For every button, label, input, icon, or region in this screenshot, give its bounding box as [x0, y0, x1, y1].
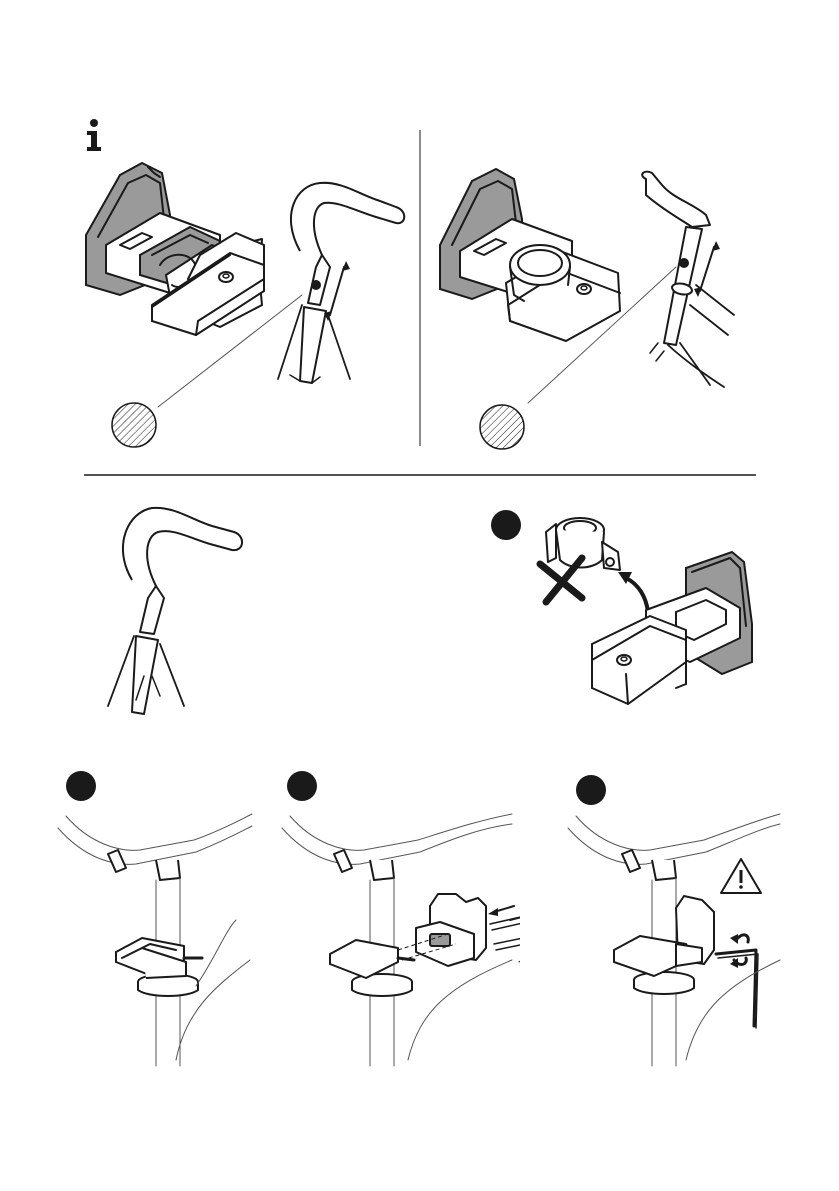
ring-clamp: [506, 245, 620, 341]
step-2-badge: [66, 771, 96, 801]
remove-x-icon: [540, 558, 582, 602]
step-4-badge: [576, 775, 606, 805]
step-3-badge: [287, 771, 317, 801]
step-4-illustration: [566, 810, 786, 1070]
section-divider-vertical: [419, 130, 422, 446]
top-right-illustration: [428, 155, 758, 450]
curved-arrow-icon: [618, 572, 648, 612]
hatched-circle-icon: [112, 403, 156, 447]
info-icon: [82, 118, 106, 154]
step-2-illustration: [56, 810, 256, 1070]
top-left-illustration: [80, 155, 415, 450]
middle-left-illustration: [100, 500, 260, 715]
hatched-circle-icon: [480, 405, 524, 449]
bracket-assembly: [592, 552, 752, 704]
step-3-illustration: [280, 810, 520, 1070]
middle-right-illustration: [526, 512, 776, 722]
handlebar-stem: [278, 183, 404, 383]
step-1-badge: [491, 510, 521, 540]
bicycle-frame-tube: [642, 172, 734, 387]
section-divider-horizontal: [84, 474, 756, 477]
